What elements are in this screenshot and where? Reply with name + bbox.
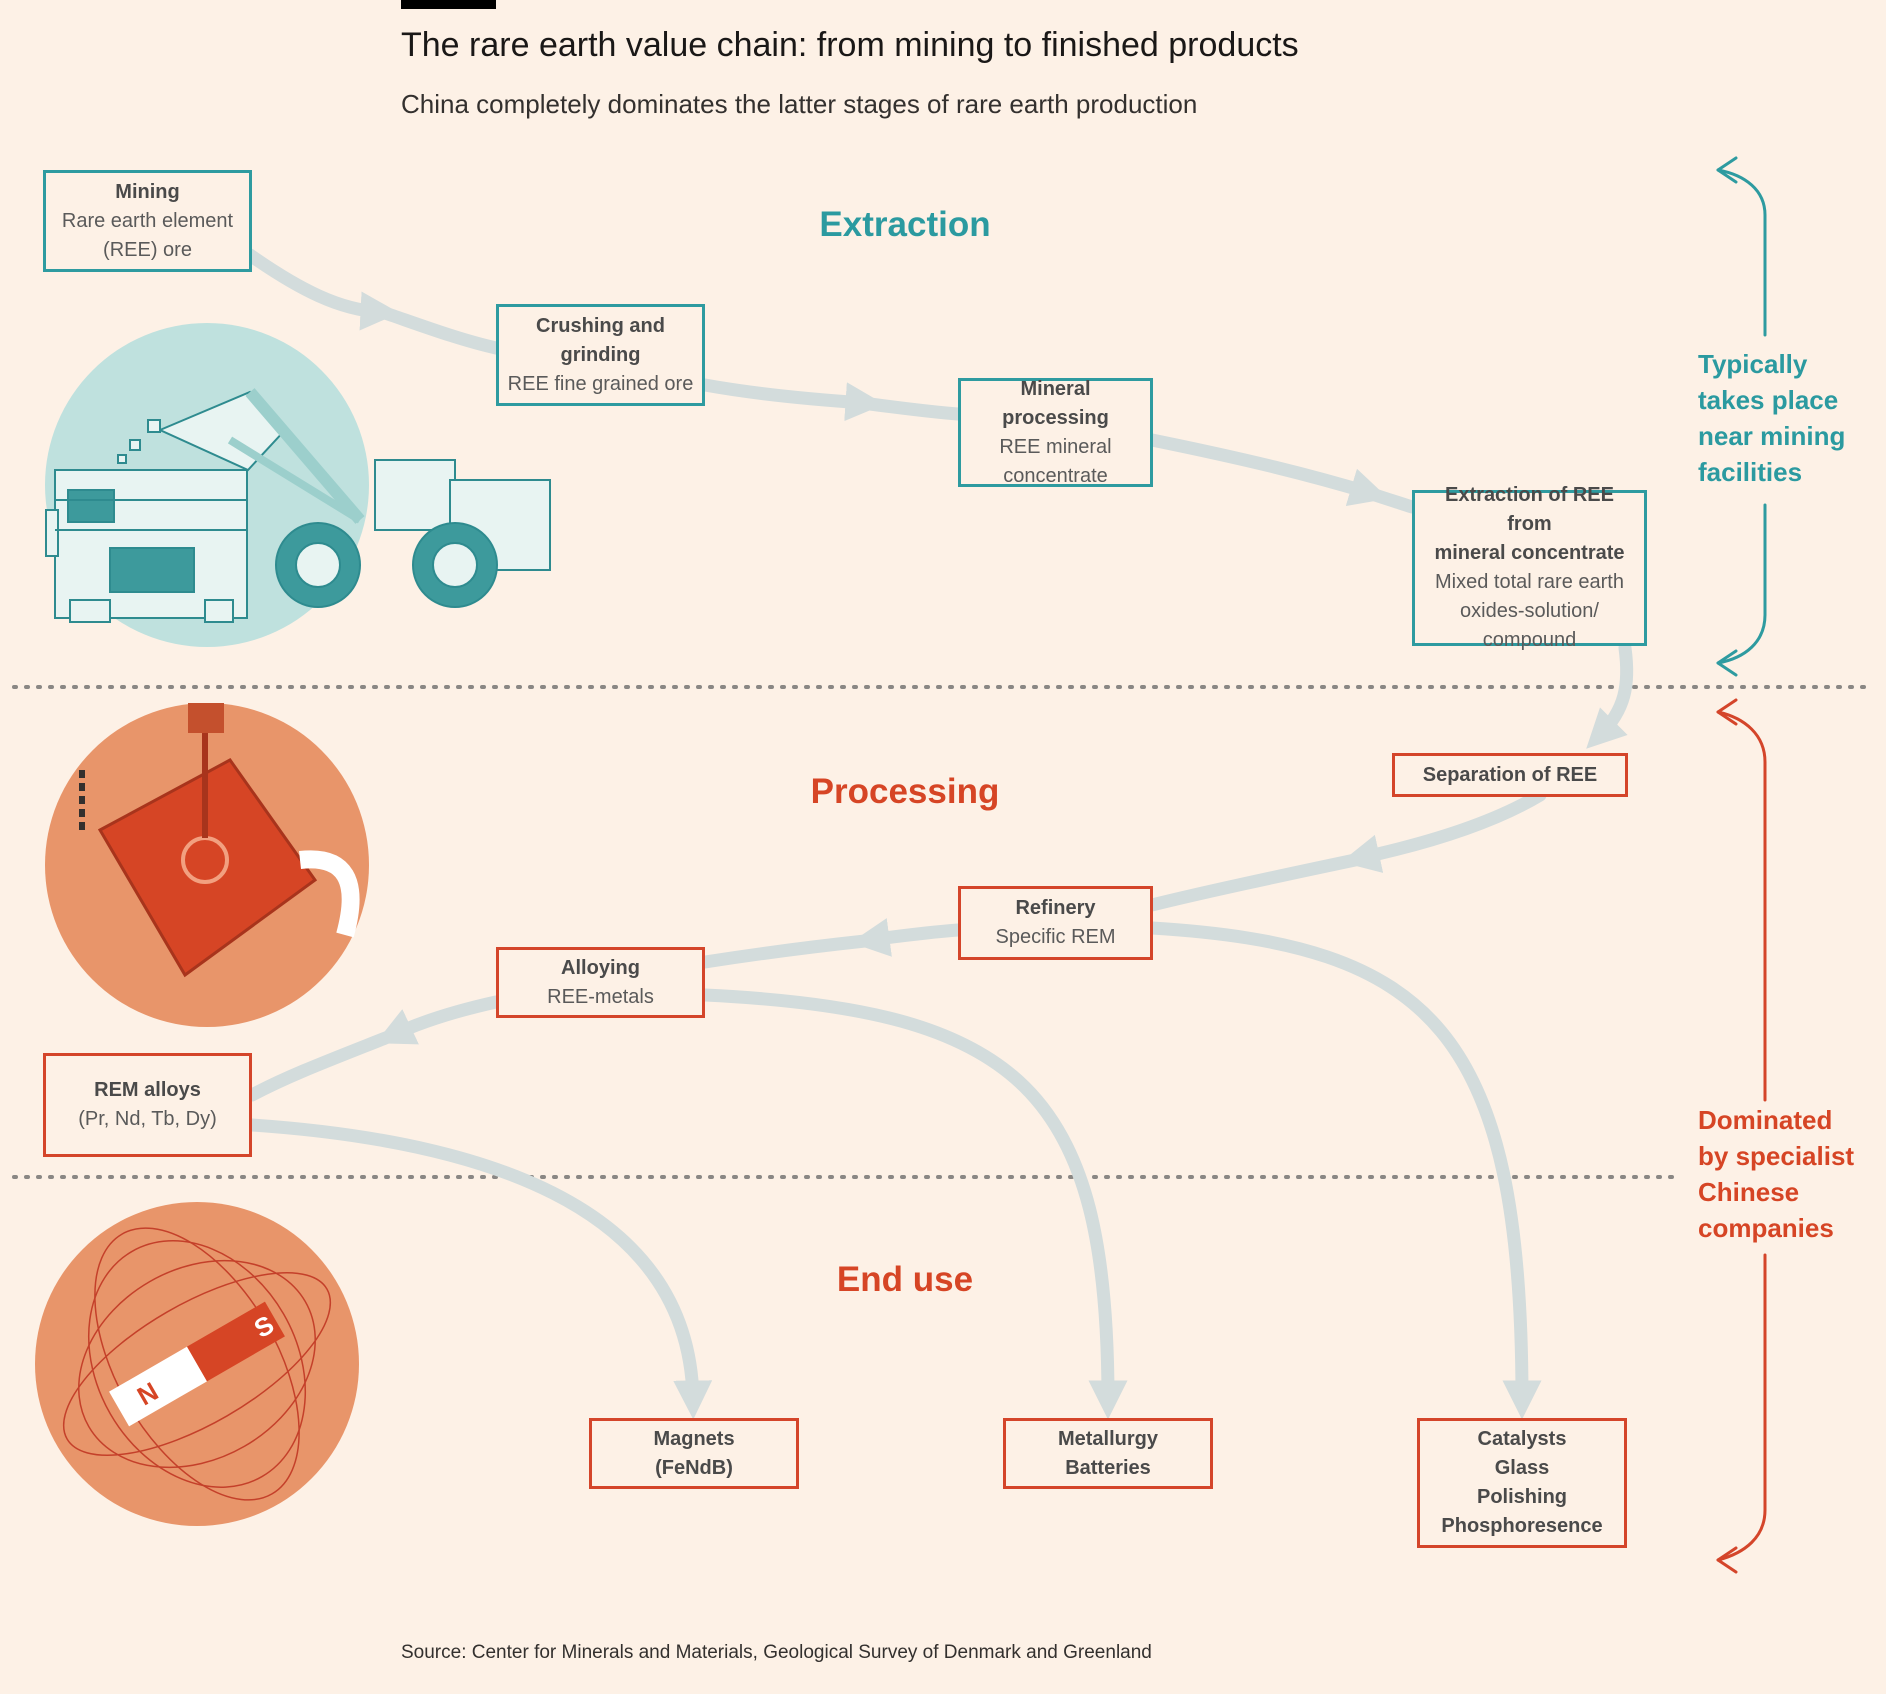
flow-mining-crushing bbox=[243, 248, 400, 331]
node-mining: Mining Rare earth element (REE) ore bbox=[43, 170, 252, 272]
chart-title: The rare earth value chain: from mining … bbox=[401, 26, 1299, 64]
node-extraction-ree-heading: Extraction of REE from bbox=[1445, 484, 1614, 535]
flow-crushing-mineral bbox=[698, 378, 885, 422]
flow-separation-refinery bbox=[1340, 788, 1547, 873]
side-note-line: Chinese bbox=[1698, 1177, 1800, 1207]
node-extraction-ree-heading: mineral concentrate bbox=[1434, 542, 1625, 564]
node-rem-alloys: REM alloys (Pr, Nd, Tb, Dy) bbox=[43, 1053, 252, 1157]
node-separation-heading: Separation of REE bbox=[1422, 763, 1598, 786]
side-note-line: by specialist bbox=[1698, 1141, 1855, 1171]
flow-alloying-rem bbox=[375, 995, 503, 1045]
node-alloying-heading: Alloying bbox=[561, 956, 640, 979]
node-extraction-ree: Extraction of REE from mineral concentra… bbox=[1412, 484, 1647, 651]
side-note-chinese: Dominated by specialist Chinese companie… bbox=[1698, 1102, 1878, 1246]
side-note-mining: Typically takes place near mining facili… bbox=[1698, 346, 1878, 490]
mining-truck-illustration bbox=[45, 323, 551, 647]
node-crushing-heading: Crushing and bbox=[536, 314, 665, 337]
node-magnets-heading: (FeNdB) bbox=[655, 1456, 733, 1479]
flow-mineral-extraction-2 bbox=[1368, 488, 1419, 514]
node-metallurgy-heading: Metallurgy bbox=[1057, 1427, 1159, 1450]
node-mineral-processing-heading: Mineral processing bbox=[1002, 377, 1109, 429]
side-note-line: companies bbox=[1698, 1213, 1834, 1243]
node-metallurgy: Metallurgy Batteries bbox=[1003, 1418, 1213, 1489]
node-refinery: Refinery Specific REM bbox=[958, 886, 1153, 960]
node-catalysts: Catalysts Glass Polishing Phosphoresence bbox=[1417, 1418, 1627, 1548]
node-crushing-heading: grinding bbox=[560, 343, 641, 366]
node-mineral-processing-line: concentrate bbox=[1003, 464, 1108, 487]
flow-separation-refinery-2 bbox=[1145, 853, 1362, 912]
side-note-line: facilities bbox=[1698, 457, 1803, 487]
source-note: Source: Center for Minerals and Material… bbox=[401, 1642, 1152, 1663]
node-catalysts-heading: Catalysts bbox=[1477, 1428, 1567, 1450]
node-separation: Separation of REE bbox=[1392, 753, 1628, 797]
header-rule bbox=[401, 0, 496, 9]
bracket-mining-facilities bbox=[1716, 156, 1767, 677]
bracket-chinese-companies bbox=[1716, 698, 1767, 1574]
magnet-illustration: N S bbox=[35, 1202, 359, 1526]
node-refinery-line: Specific REM bbox=[995, 926, 1116, 948]
node-catalysts-heading: Polishing bbox=[1477, 1486, 1567, 1508]
node-rem-alloys-heading: REM alloys bbox=[94, 1079, 201, 1101]
chart-subtitle: China completely dominates the latter st… bbox=[401, 89, 1198, 119]
node-mining-heading: Mining bbox=[115, 180, 180, 203]
flow-crushing-crushing bbox=[378, 306, 503, 355]
node-crushing-line: REE fine grained ore bbox=[507, 372, 694, 395]
node-refinery-heading: Refinery bbox=[1015, 897, 1096, 919]
flow-alloying-rem-2 bbox=[245, 1030, 395, 1102]
node-extraction-ree-line: Mixed total rare earth bbox=[1435, 571, 1624, 593]
side-note-line: Dominated bbox=[1698, 1105, 1833, 1135]
node-extraction-ree-line: oxides-solution/ bbox=[1460, 600, 1599, 622]
node-metallurgy-heading: Batteries bbox=[1065, 1456, 1151, 1479]
node-crushing: Crushing and grinding REE fine grained o… bbox=[496, 304, 705, 406]
node-rem-alloys-line: (Pr, Nd, Tb, Dy) bbox=[78, 1108, 217, 1130]
node-mining-line: (REE) ore bbox=[103, 238, 192, 261]
node-mineral-processing-line: REE mineral bbox=[999, 435, 1112, 458]
flow-extraction-separation bbox=[1586, 641, 1634, 749]
side-note-line: Typically bbox=[1698, 349, 1808, 379]
flow-crushing-mineral-2 bbox=[863, 397, 965, 421]
node-mining-line: Rare earth element bbox=[61, 209, 234, 232]
node-extraction-ree-line: compound bbox=[1482, 629, 1577, 651]
stage-extraction: Extraction bbox=[819, 205, 991, 244]
flow-alloying-metallurgy bbox=[698, 988, 1128, 1420]
node-magnets: Magnets (FeNdB) bbox=[589, 1418, 799, 1489]
flow-arrows bbox=[243, 248, 1634, 1420]
flow-refinery-alloying bbox=[850, 918, 965, 957]
stage-end-use: End use bbox=[836, 1260, 974, 1299]
flow-rem-magnets bbox=[245, 1118, 713, 1420]
ladle-pouring-illustration bbox=[45, 703, 369, 1027]
node-magnets-heading: Magnets bbox=[653, 1427, 735, 1450]
node-alloying: Alloying REE-metals bbox=[496, 947, 705, 1018]
node-catalysts-heading: Glass bbox=[1494, 1457, 1550, 1479]
flow-refinery-alloying-2 bbox=[698, 934, 872, 969]
flow-refinery-catalysts bbox=[1145, 921, 1542, 1420]
side-note-line: near mining bbox=[1698, 421, 1846, 451]
side-note-line: takes place bbox=[1698, 385, 1839, 415]
node-alloying-line: REE-metals bbox=[547, 985, 654, 1008]
stage-processing: Processing bbox=[810, 772, 1000, 811]
node-catalysts-heading: Phosphoresence bbox=[1441, 1515, 1603, 1537]
node-mineral-processing: Mineral processing REE mineral concentra… bbox=[958, 378, 1153, 487]
flow-mineral-extraction bbox=[1145, 433, 1389, 507]
